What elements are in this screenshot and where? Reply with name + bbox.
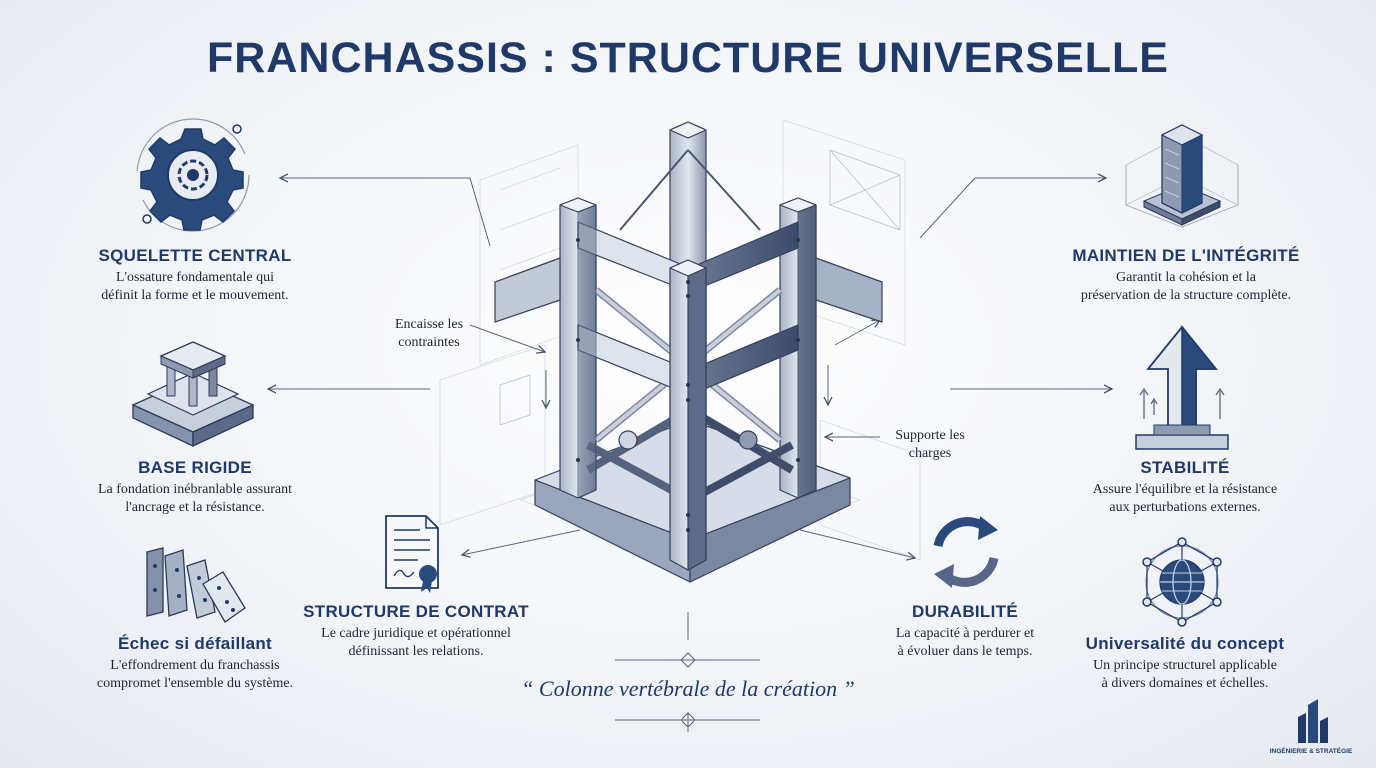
section-description-line: à divers domaines et échelles. — [1101, 676, 1269, 691]
section-echec-si-defaillant: Échec si défaillant L'effondrement du fr… — [70, 634, 320, 693]
section-title: DURABILITÉ — [912, 602, 1018, 621]
section-description-line: définissant les relations. — [348, 644, 484, 659]
section-title: SQUELETTE CENTRAL — [98, 246, 292, 265]
section-title: STABILITÉ — [1140, 458, 1230, 477]
section-description-line: Assure l'équilibre et la résistance — [1092, 482, 1278, 497]
pedestal-base-icon — [131, 341, 255, 448]
section-title: BASE RIGIDE — [138, 458, 252, 477]
section-description-line: préservation de la structure complète. — [1080, 288, 1292, 303]
section-universalite-du-concept: Universalité du concept Un principe stru… — [1050, 634, 1320, 693]
label-encaisse-contraintes: Encaisse les contraintes — [378, 316, 480, 352]
connector-lines — [268, 178, 1112, 732]
label-line: charges — [908, 446, 952, 461]
up-arrow-icon — [1135, 324, 1229, 450]
section-title: STRUCTURE DE CONTRAT — [303, 602, 529, 621]
contract-document-icon — [385, 515, 439, 593]
section-durabilite: DURABILITÉ La capacité à perdurer et à é… — [860, 602, 1070, 661]
section-squelette-central: SQUELETTE CENTRAL L'ossature fondamental… — [70, 246, 320, 305]
label-line: Encaisse les — [394, 317, 464, 332]
label-supporte-charges: Supporte les charges — [880, 427, 980, 463]
section-description-line: compromet l'ensemble du système. — [96, 676, 294, 691]
page-title: FRANCHASSIS : STRUCTURE UNIVERSELLE — [207, 34, 1169, 82]
section-title: Échec si défaillant — [117, 634, 273, 653]
network-globe-icon — [1142, 537, 1222, 627]
building-block-icon — [1125, 124, 1239, 228]
section-description-line: La capacité à perdurer et — [895, 626, 1035, 641]
section-description-line: L'effondrement du franchassis — [110, 658, 280, 673]
section-description-line: à évoluer dans le temps. — [897, 644, 1033, 659]
section-structure-de-contrat: STRUCTURE DE CONTRAT Le cadre juridique … — [290, 602, 542, 661]
steel-frame-illustration — [494, 121, 883, 583]
section-base-rigide: BASE RIGIDE La fondation inébranlable as… — [70, 458, 320, 517]
logo-caption: INGÉNIERIE & STRATÉGIE — [1269, 748, 1353, 755]
section-description-line: La fondation inébranlable assurant — [98, 482, 292, 497]
dominoes-icon — [146, 547, 246, 623]
section-stabilite: STABILITÉ Assure l'équilibre et la résis… — [1050, 458, 1320, 517]
label-line: Supporte les — [895, 428, 965, 443]
section-description-line: Garantit la cohésion et la — [1116, 270, 1256, 285]
cycle-arrows-icon — [933, 516, 999, 588]
section-maintien-integrite: MAINTIEN DE L'INTÉGRITÉ Garantit la cohé… — [1045, 246, 1327, 305]
tagline-quote: “ Colonne vertébrale de la création ” — [521, 676, 855, 701]
section-description-line: Le cadre juridique et opérationnel — [321, 626, 511, 641]
section-description-line: l'ancrage et la résistance. — [125, 500, 265, 515]
section-title: Universalité du concept — [1085, 634, 1285, 653]
section-description-line: définit la forme et le mouvement. — [101, 288, 289, 303]
section-description-line: Un principe structurel applicable — [1093, 658, 1277, 673]
section-title: MAINTIEN DE L'INTÉGRITÉ — [1072, 246, 1300, 265]
gear-icon — [136, 118, 250, 232]
building-logo-icon — [1298, 699, 1328, 743]
section-description-line: aux perturbations externes. — [1109, 500, 1261, 515]
section-description-line: L'ossature fondamentale qui — [115, 270, 275, 285]
label-line: contraintes — [398, 335, 460, 350]
